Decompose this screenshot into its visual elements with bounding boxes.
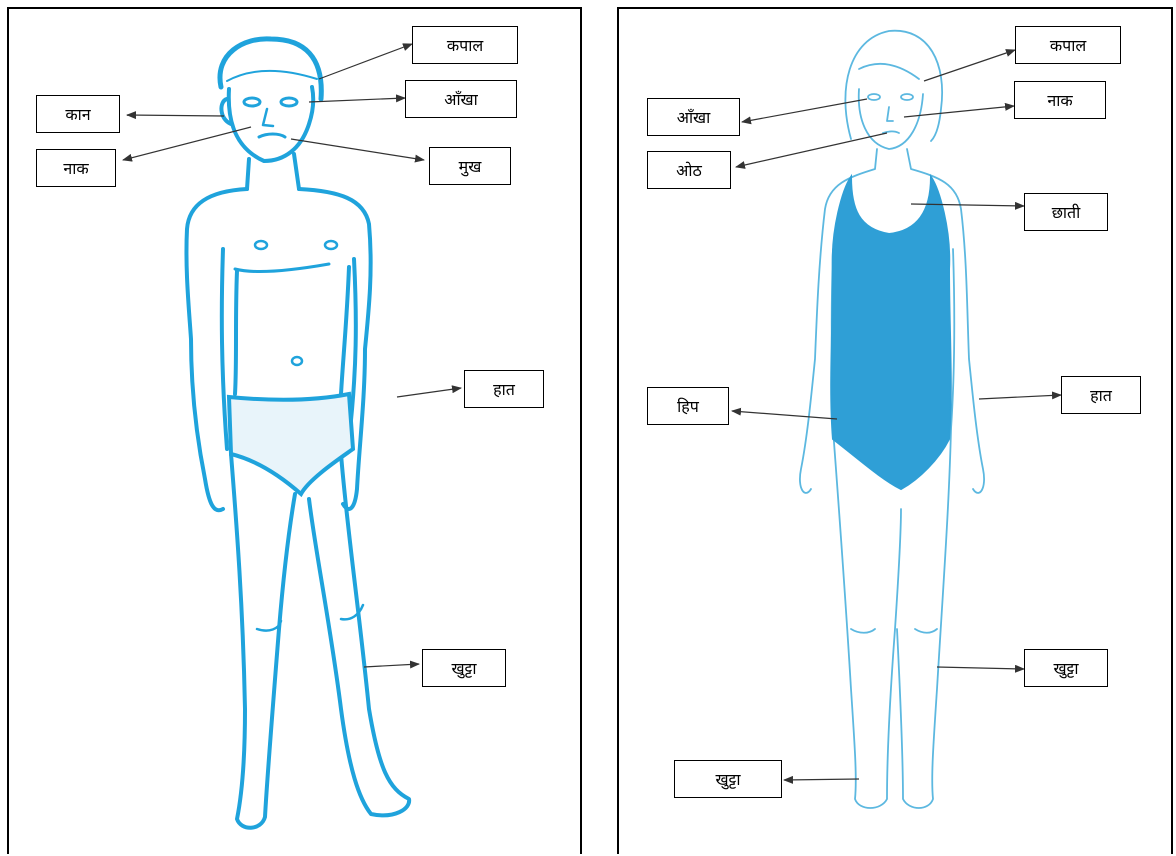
label-haat: हात (464, 370, 544, 408)
male-body-figure (9, 9, 584, 856)
label-naak: नाक (36, 149, 116, 187)
label-oth: ओठ (647, 151, 731, 189)
label-aankha: आँखा (647, 98, 740, 136)
label-hip: हिप (647, 387, 729, 425)
label-khutta-right: खुट्टा (1024, 649, 1108, 687)
label-khutta: खुट्टा (422, 649, 506, 687)
label-mukh: मुख (429, 147, 511, 185)
label-khutta-bottom: खुट्टा (674, 760, 782, 798)
male-diagram-panel: कपाल आँखा कान नाक मुख हात खुट्टा (7, 7, 582, 854)
female-body-figure (619, 9, 1175, 856)
label-haat: हात (1061, 376, 1141, 414)
label-kaan: कान (36, 95, 120, 133)
label-kapal: कपाल (412, 26, 518, 64)
label-aankha: आँखा (405, 80, 517, 118)
label-chhati: छाती (1024, 193, 1108, 231)
label-kapal: कपाल (1015, 26, 1121, 64)
female-diagram-panel: कपाल आँखा नाक ओठ छाती हिप हात खुट्टा खुट… (617, 7, 1173, 854)
label-naak: नाक (1014, 81, 1106, 119)
